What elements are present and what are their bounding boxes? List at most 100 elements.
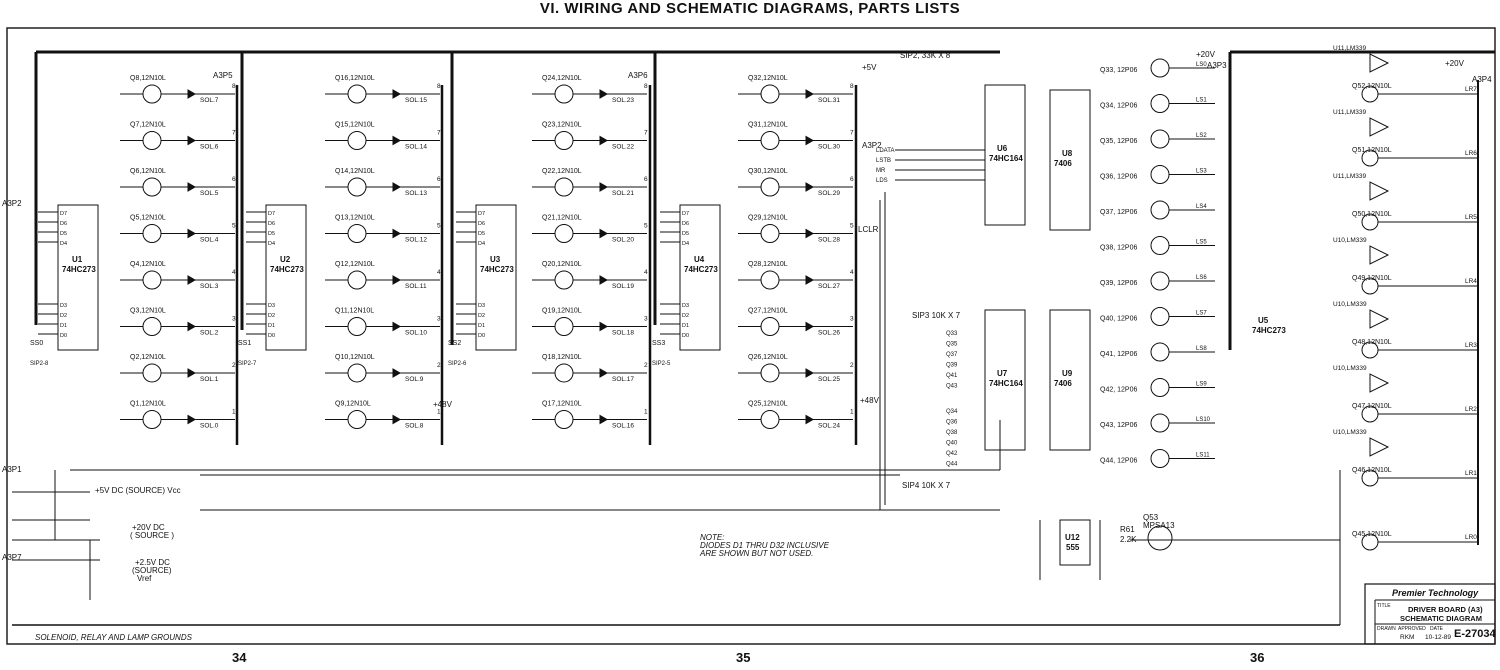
- mosfet-symbol: [554, 177, 574, 197]
- pin-label: D5: [268, 231, 275, 237]
- transistor-label: Q24,12N10L: [542, 75, 582, 82]
- drawing-title-1: DRIVER BOARD (A3): [1408, 605, 1483, 614]
- relay-output: LR1: [1465, 470, 1477, 477]
- sip2-label: SIP2, 33K X 8: [900, 51, 951, 60]
- sip-q-label: Q37: [946, 352, 958, 358]
- pin-label: D3: [60, 303, 67, 309]
- transistor-label: Q32,12N10L: [748, 75, 788, 82]
- diode-symbol: [805, 414, 815, 425]
- pin-label: D3: [478, 303, 485, 309]
- transistor-label: Q18,12N10L: [542, 354, 582, 361]
- latch-ref: U2: [280, 255, 291, 264]
- pin-label: D7: [682, 211, 689, 217]
- diode-symbol: [392, 368, 402, 378]
- pin-label: D5: [60, 231, 67, 237]
- mosfet-symbol: [142, 224, 162, 243]
- mosfet-symbol: [347, 131, 367, 150]
- pin-label: D3: [268, 303, 275, 309]
- pin-label: D2: [682, 313, 689, 319]
- pin-label: D4: [478, 241, 485, 247]
- pin-number: 3: [850, 316, 854, 323]
- pin-label: D6: [478, 221, 485, 227]
- pin-label: D1: [268, 323, 275, 329]
- comparator-label: U10,LM339: [1333, 237, 1367, 244]
- vref-label: Vref: [137, 574, 152, 583]
- diode-symbol: [392, 414, 402, 425]
- lamp-mosfet: [1150, 342, 1170, 362]
- u5-part: 74HC273: [1252, 326, 1286, 335]
- solenoid-label: SOL.10: [405, 330, 427, 337]
- pin-number: 5: [232, 223, 236, 230]
- diode-symbol: [805, 368, 815, 378]
- pin-number: 7: [232, 130, 236, 137]
- lamp-chip: [1049, 89, 1091, 231]
- lamp-output: LS3: [1196, 169, 1207, 175]
- mosfet-symbol: [347, 224, 367, 243]
- lamp-mosfet: [1150, 307, 1170, 326]
- conn-a3p5: A3P5: [213, 71, 233, 80]
- lamp-output: LS6: [1196, 275, 1207, 281]
- conn-a3p3: A3P3: [1207, 61, 1227, 70]
- strobe-pin: SIP2-8: [30, 361, 49, 367]
- chip-part: 74HC164: [989, 154, 1023, 163]
- r61-val: 2.2K: [1120, 535, 1137, 544]
- transistor-label: Q12,12N10L: [335, 261, 375, 268]
- comparator-symbol: [1369, 437, 1390, 457]
- pin-label: D4: [682, 241, 689, 247]
- drawing-title-2: SCHEMATIC DIAGRAM: [1400, 614, 1482, 623]
- strobe-label: SS3: [652, 340, 665, 347]
- transistor-label: Q14,12N10L: [335, 168, 375, 175]
- diode-symbol: [599, 368, 609, 378]
- transistor-label: Q21,12N10L: [542, 215, 582, 222]
- strobe-label: SS1: [238, 340, 251, 347]
- note-title: NOTE:: [700, 533, 724, 542]
- mosfet-symbol: [347, 177, 367, 197]
- transistor-label: Q8,12N10L: [130, 75, 166, 82]
- signal-label: LSTB: [876, 158, 891, 164]
- lamp-mosfet: [1150, 58, 1170, 78]
- mosfet-symbol: [554, 363, 574, 383]
- latch-chip: [57, 204, 99, 351]
- solenoid-label: SOL.22: [612, 144, 634, 151]
- solenoid-label: SOL.30: [818, 144, 840, 151]
- lamp-output: LS9: [1196, 382, 1207, 388]
- sip-q-label: Q39: [946, 363, 958, 369]
- pin-label: D7: [60, 211, 67, 217]
- comparator-label: U10,LM339: [1333, 365, 1367, 372]
- signal-label: LDATA: [876, 148, 894, 154]
- transistor-label: Q11,12N10L: [335, 308, 374, 315]
- transistor-label: Q20,12N10L: [542, 261, 582, 268]
- mosfet-symbol: [142, 363, 162, 383]
- diode-symbol: [805, 89, 815, 99]
- pin-label: D0: [682, 333, 689, 339]
- chip-ref: U6: [997, 144, 1008, 153]
- transistor-label: Q31,12N10L: [748, 122, 788, 129]
- mosfet-symbol: [554, 131, 574, 150]
- strobe-label: SS2: [448, 340, 461, 347]
- date-value: 10-12-89: [1425, 634, 1451, 641]
- mosfet-symbol: [554, 270, 574, 290]
- plus20-label: +20V: [1196, 50, 1216, 59]
- transistor-label: Q28,12N10L: [748, 261, 788, 268]
- lamp-output: LS1: [1196, 98, 1207, 104]
- note-line2: DIODES D1 THRU D32 INCLUSIVE: [700, 541, 830, 550]
- sip-q-label: Q44: [946, 462, 958, 468]
- chip-part: 7406: [1054, 159, 1072, 168]
- signal-label: LDS: [876, 178, 888, 184]
- transistor-label: Q9,12N10L: [335, 401, 371, 408]
- pin-label: D7: [268, 211, 275, 217]
- mosfet-symbol: [760, 177, 780, 197]
- lamp-output: LS2: [1196, 133, 1207, 139]
- transistor-label: Q6,12N10L: [130, 168, 166, 175]
- lamp-mosfet: [1150, 413, 1170, 433]
- latch-chip: [475, 204, 517, 351]
- pin-number: 5: [644, 223, 648, 230]
- lamp-output: LS0: [1196, 62, 1207, 68]
- pin-number: 6: [437, 176, 441, 183]
- lamp-transistor: Q38, 12P06: [1100, 245, 1137, 252]
- pin-label: D7: [478, 211, 485, 217]
- page-number-34: 34: [232, 650, 247, 665]
- solenoid-label: SOL.27: [818, 283, 840, 290]
- mosfet-symbol: [760, 270, 780, 290]
